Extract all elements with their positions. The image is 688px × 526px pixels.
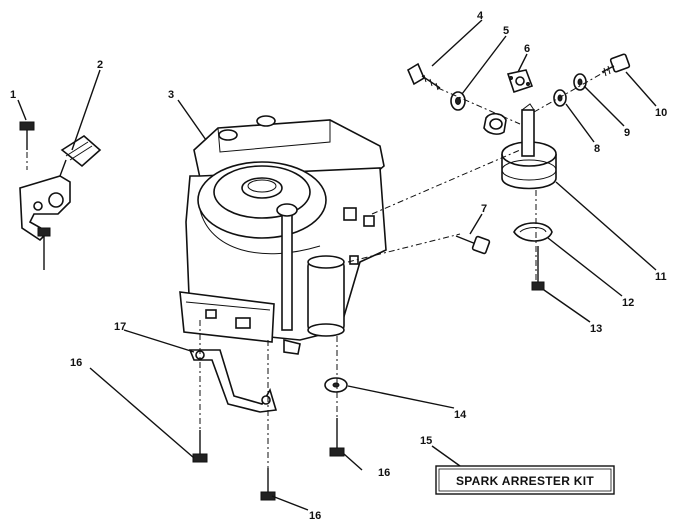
part-17-bracket (188, 349, 278, 413)
leader-lines (17, 19, 657, 511)
part-9-washer (573, 73, 587, 91)
callout-15: 15 (420, 435, 432, 447)
callout-14: 14 (454, 409, 467, 421)
callout-9: 9 (624, 127, 630, 139)
callout-10: 10 (655, 107, 667, 119)
part-5-washer (450, 91, 466, 111)
callout-7: 7 (481, 203, 487, 215)
part-13-screw (531, 246, 545, 291)
callout-11: 11 (655, 271, 667, 283)
part-6-gasket (506, 69, 534, 94)
callout-4: 4 (477, 10, 484, 22)
assembly-centerlines (199, 69, 609, 468)
callout-3: 3 (168, 89, 174, 101)
part-16-bolt-c (260, 468, 276, 501)
callout-12: 12 (622, 297, 634, 309)
callout-labels: 1 2 3 4 5 6 7 8 9 10 11 12 13 14 15 16 1… (10, 10, 667, 522)
spark-arrester-kit-label: SPARK ARRESTER KIT (456, 474, 594, 488)
part-7-bolt (455, 235, 491, 255)
part-3-engine (179, 115, 387, 355)
callout-8: 8 (594, 143, 600, 155)
part-14-washer (324, 377, 348, 393)
callout-16-bottom: 16 (309, 510, 321, 522)
callout-13: 13 (590, 323, 602, 335)
callout-2: 2 (97, 59, 103, 71)
callout-5: 5 (503, 25, 509, 37)
callout-17: 17 (114, 321, 126, 333)
callout-16-left: 16 (70, 357, 82, 369)
part-16-bolt-a (192, 430, 208, 463)
callout-16-right: 16 (378, 467, 390, 479)
part-4-bolt (406, 62, 441, 91)
part-8-washer (553, 89, 567, 107)
part-10-bolt (601, 53, 631, 77)
part-2-control-bracket (19, 135, 102, 270)
callout-1: 1 (10, 89, 16, 101)
part-1-screw (19, 121, 35, 170)
spark-arrester-kit-box: SPARK ARRESTER KIT (435, 465, 615, 495)
part-12-clamp (513, 222, 553, 242)
part-16-bolt-b (329, 418, 345, 457)
part-11-muffler (483, 103, 557, 190)
callout-6: 6 (524, 43, 530, 55)
